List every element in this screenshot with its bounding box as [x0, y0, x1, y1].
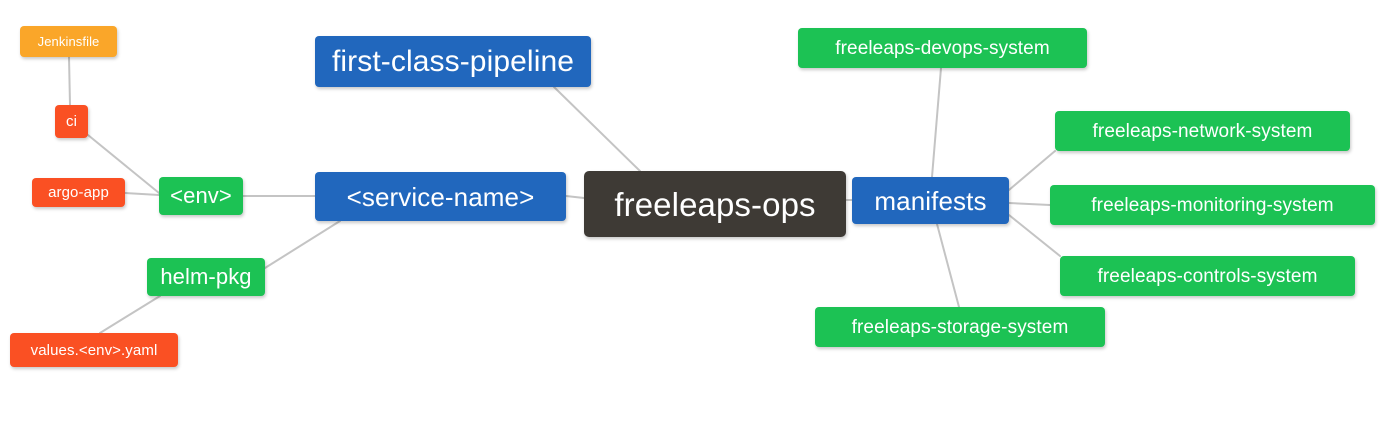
node-label: helm-pkg: [160, 264, 252, 289]
node-label: freeleaps-ops: [614, 185, 816, 223]
mindmap-node-argo[interactable]: argo-app: [32, 178, 125, 207]
edge-manifests-to-monitoring: [1008, 202, 1051, 206]
mindmap-node-env[interactable]: <env>: [159, 177, 243, 215]
mindmap-node-ci[interactable]: ci: [55, 105, 88, 138]
node-label: manifests: [874, 185, 987, 216]
node-label: Jenkinsfile: [37, 34, 100, 49]
mindmap-node-values[interactable]: values.<env>.yaml: [10, 333, 178, 367]
node-label: freeleaps-network-system: [1092, 120, 1313, 142]
node-label: <service-name>: [346, 181, 535, 212]
node-label: argo-app: [48, 184, 109, 201]
node-label: freeleaps-devops-system: [835, 37, 1050, 59]
node-label: values.<env>.yaml: [30, 341, 158, 359]
edge-manifests-to-storage: [936, 223, 960, 308]
mindmap-node-manifests[interactable]: manifests: [852, 177, 1009, 224]
mindmap-node-storage[interactable]: freeleaps-storage-system: [815, 307, 1105, 347]
edge-pipeline-to-root: [553, 86, 641, 172]
mindmap-node-jenkins[interactable]: Jenkinsfile: [20, 26, 117, 57]
mindmap-node-service[interactable]: <service-name>: [315, 172, 566, 221]
edge-devops-to-manifests: [931, 67, 942, 178]
node-label: freeleaps-storage-system: [851, 316, 1069, 338]
edge-jenkins-to-ci: [68, 56, 71, 106]
node-label: ci: [65, 113, 78, 130]
node-label: <env>: [170, 183, 232, 208]
mindmap-node-pipeline[interactable]: first-class-pipeline: [315, 36, 591, 87]
edge-manifests-to-network: [1008, 150, 1056, 191]
edge-service-to-root: [565, 195, 585, 199]
node-label: freeleaps-controls-system: [1097, 265, 1318, 287]
node-label: first-class-pipeline: [331, 44, 575, 78]
mindmap-node-helm[interactable]: helm-pkg: [147, 258, 265, 296]
node-label: freeleaps-monitoring-system: [1091, 194, 1334, 216]
mindmap-node-controls[interactable]: freeleaps-controls-system: [1060, 256, 1355, 296]
edge-argo-to-env: [124, 192, 160, 196]
edge-helm-to-values: [99, 295, 161, 334]
mindmap-node-monitoring[interactable]: freeleaps-monitoring-system: [1050, 185, 1375, 225]
mindmap-node-root[interactable]: freeleaps-ops: [584, 171, 846, 237]
edge-service-to-helm: [264, 220, 341, 269]
mindmap-node-network[interactable]: freeleaps-network-system: [1055, 111, 1350, 151]
mindmap-node-devops[interactable]: freeleaps-devops-system: [798, 28, 1087, 68]
